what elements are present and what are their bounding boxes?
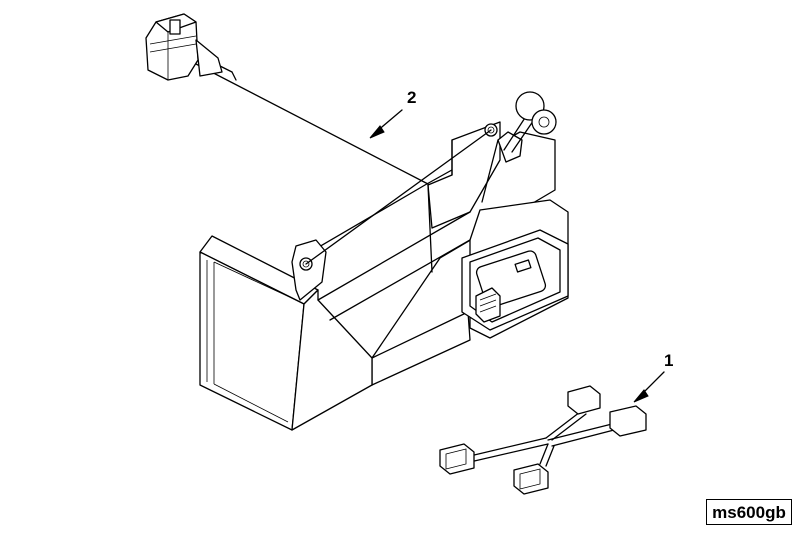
roller-arm-icon <box>481 91 557 203</box>
leader-arrow-2 <box>369 109 403 139</box>
leader-arrow-1 <box>633 371 665 403</box>
motor-unit-icon <box>461 229 569 331</box>
figure-id-label: ms600gb <box>706 499 792 525</box>
callout-label-1: 1 <box>664 351 674 370</box>
y-harness-icon <box>439 385 647 495</box>
callout-label-2: 2 <box>407 88 417 107</box>
long-harness-icon <box>195 55 429 185</box>
connector-plug-icon <box>145 13 223 81</box>
